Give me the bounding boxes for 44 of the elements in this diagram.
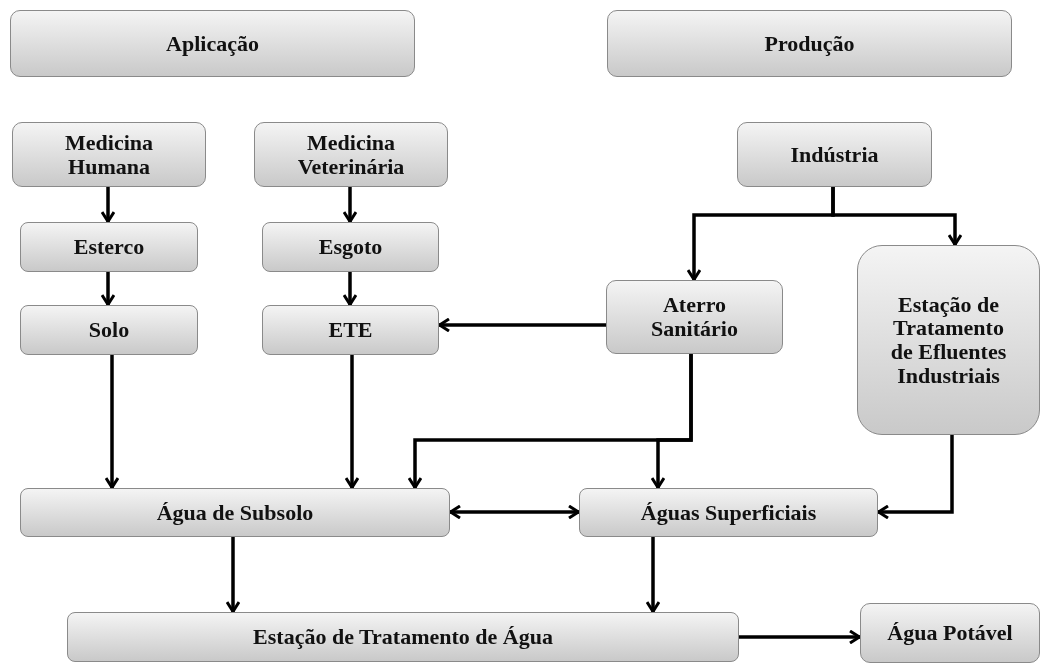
arrow (100, 187, 116, 223)
box-label: Esterco (73, 235, 145, 259)
process-box (20, 305, 198, 355)
process-box (10, 10, 415, 77)
arrow (342, 187, 358, 223)
box-label: ETE (328, 318, 373, 342)
process-box (579, 488, 878, 537)
arrow (225, 537, 241, 613)
box-label: Água Potável (887, 621, 1013, 645)
arrow (650, 354, 693, 489)
arrow (100, 272, 116, 306)
process-box (20, 488, 450, 537)
box-label: Esgoto (318, 235, 383, 259)
process-box (606, 280, 783, 354)
arrow (449, 504, 580, 520)
box-label: Águas Superficiais (640, 500, 817, 525)
process-box (737, 122, 932, 187)
process-box (857, 245, 1040, 435)
arrow (831, 187, 963, 246)
arrow (645, 537, 661, 613)
box-label: Solo (88, 318, 130, 342)
process-box (607, 10, 1012, 77)
arrow (104, 355, 120, 489)
box-label: Medicina Veterinária (296, 130, 406, 179)
box-label: Aplicação (166, 31, 259, 56)
box-label: Indústria (790, 142, 879, 167)
arrow (877, 435, 954, 520)
process-box (20, 222, 198, 272)
box-label: Estação de Tratamento de Água (253, 625, 553, 649)
process-box (67, 612, 739, 662)
process-box (262, 305, 439, 355)
arrow (739, 629, 861, 645)
process-box (12, 122, 206, 187)
arrow (438, 317, 606, 333)
box-label: Medicina Humana (64, 130, 154, 179)
process-box (254, 122, 448, 187)
box-label: Produção (764, 31, 855, 56)
box-label: Água de Subsolo (156, 500, 314, 525)
box-label: Aterro Sanitário (650, 293, 739, 341)
box-label: Estação de Tratamento de Efluentes Industriais (889, 292, 1008, 388)
process-box (262, 222, 439, 272)
process-box (860, 603, 1040, 663)
arrow (344, 355, 360, 489)
arrow (342, 272, 358, 306)
